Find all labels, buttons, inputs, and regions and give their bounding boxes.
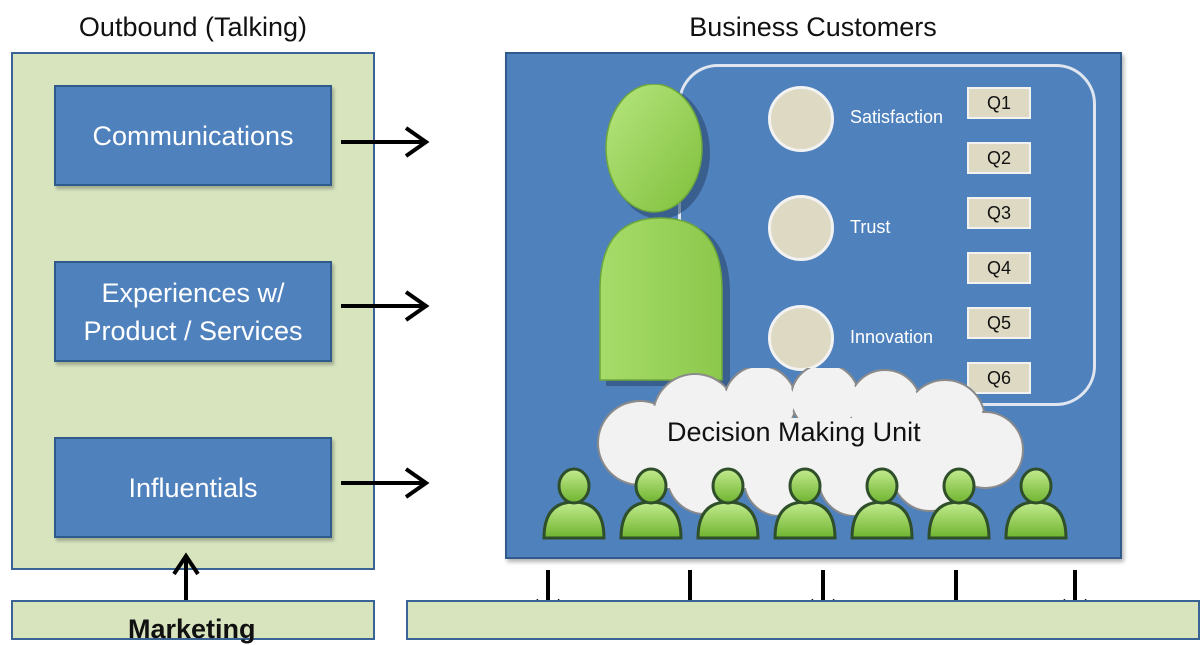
question-box-q4: Q4 — [967, 252, 1031, 284]
question-box-q3: Q3 — [967, 197, 1031, 229]
satisfaction-label: Satisfaction — [850, 107, 944, 127]
question-box-q1: Q1 — [967, 87, 1031, 119]
outbound-heading: Outbound (Talking) — [78, 12, 308, 42]
innovation-label: Innovation — [850, 327, 934, 347]
dmu-person-icon — [773, 467, 837, 540]
arrowhead-influentials — [404, 467, 430, 499]
communications-label: Communications — [92, 120, 294, 151]
innovation-circle — [768, 305, 834, 371]
customer-person-icon — [599, 84, 730, 386]
dmu-person-icon — [1004, 467, 1068, 540]
influentials-label: Influentials — [128, 472, 258, 503]
experiences-box: Experiences w/ Product / Services — [54, 261, 332, 362]
satisfaction-circle — [768, 86, 834, 152]
dmu-person-icon — [619, 467, 683, 540]
bottom-right-panel — [406, 600, 1200, 640]
decision-making-unit-cloud — [597, 368, 1024, 516]
dmu-person-icon — [542, 467, 606, 540]
dmu-person-icon — [850, 467, 914, 540]
decision-making-unit-label: Decision Making Unit — [667, 417, 921, 447]
question-box-q2: Q2 — [967, 142, 1031, 174]
dmu-people-group — [542, 467, 1068, 540]
arrowhead-experiences — [404, 290, 430, 322]
experiences-label: Experiences w/ Product / Services — [83, 277, 303, 346]
dmu-person-icon — [696, 467, 760, 540]
question-box-q6: Q6 — [967, 362, 1031, 394]
question-box-q5: Q5 — [967, 307, 1031, 339]
arrowhead-communications — [404, 126, 430, 158]
trust-circle — [768, 195, 834, 261]
communications-box: Communications — [54, 85, 332, 186]
business-customers-heading: Business Customers — [689, 12, 937, 42]
trust-label: Trust — [850, 217, 891, 237]
dmu-person-icon — [927, 467, 991, 540]
influentials-box: Influentials — [54, 437, 332, 538]
